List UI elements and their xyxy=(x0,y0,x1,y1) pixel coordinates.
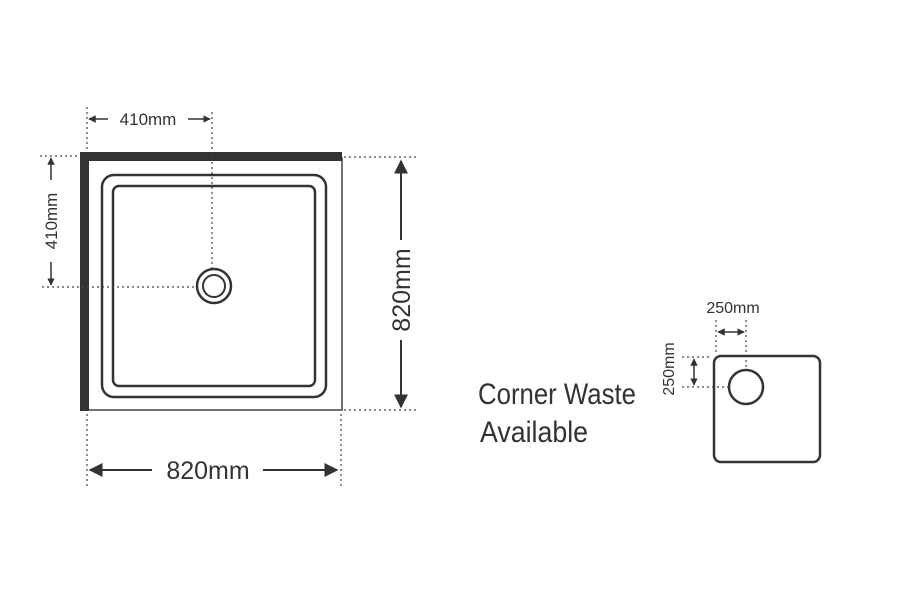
wall-left xyxy=(80,152,89,411)
corner-waste-note: Corner Waste Available xyxy=(478,378,636,449)
corner-x-label: 250mm xyxy=(706,300,759,317)
corner-y-label: 250mm xyxy=(661,342,678,395)
corner-waste-title-line2: Available xyxy=(480,416,588,449)
width-label: 820mm xyxy=(166,457,249,485)
corner-waste-circle xyxy=(727,368,765,406)
corner-waste-title-line1: Corner Waste xyxy=(478,378,636,411)
waste-inner xyxy=(202,274,226,298)
height-label: 820mm xyxy=(388,248,416,331)
basin-outer-rim xyxy=(100,173,328,399)
basin-inner-rim xyxy=(111,184,317,388)
main-tray: 410mm 410mm 820mm 820mm xyxy=(40,107,418,486)
side-offset-label: 410mm xyxy=(42,193,61,250)
corner-waste-tray: 250mm 250mm xyxy=(661,300,822,464)
corner-tray-outline xyxy=(712,354,822,464)
wall-top xyxy=(80,152,342,161)
top-offset-label: 410mm xyxy=(120,110,177,129)
